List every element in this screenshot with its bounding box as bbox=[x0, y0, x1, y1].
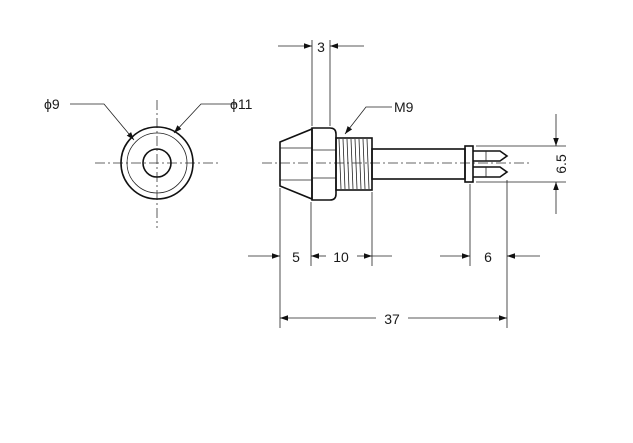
terminal-block bbox=[464, 145, 474, 183]
dim-pins-label: 6 bbox=[484, 249, 492, 265]
phi11-leader-line bbox=[173, 103, 236, 134]
bezel-inner-circle bbox=[126, 132, 188, 194]
dim-total-label: 37 bbox=[384, 311, 400, 327]
thread-line bbox=[366, 138, 370, 190]
thread-line bbox=[358, 138, 362, 190]
thread-line bbox=[354, 138, 358, 190]
terminal-pin-bottom bbox=[473, 166, 509, 178]
phi9-label: ϕ9 bbox=[44, 96, 60, 112]
thread-label: M9 bbox=[394, 99, 414, 115]
thread-line bbox=[346, 138, 350, 190]
lamp-body bbox=[371, 148, 466, 180]
thread-leader-line bbox=[344, 106, 392, 135]
lens-circle bbox=[142, 148, 172, 178]
thread-line bbox=[362, 138, 366, 190]
thread-line bbox=[350, 138, 354, 190]
front-view: ϕ9 ϕ11 bbox=[44, 96, 253, 228]
dim-height-label: 6.5 bbox=[553, 154, 569, 174]
thread-line bbox=[338, 138, 342, 190]
dimensions: 3 M9 5 10 6 37 6.5 bbox=[248, 39, 569, 328]
collar bbox=[311, 127, 337, 201]
dim-collar-label: 3 bbox=[317, 39, 325, 55]
outer-bezel-circle bbox=[120, 126, 194, 200]
dim-thread-label: 10 bbox=[333, 249, 349, 265]
terminal-pin-top bbox=[473, 150, 509, 162]
phi11-label: ϕ11 bbox=[230, 96, 253, 112]
side-view bbox=[262, 127, 532, 201]
threaded-section bbox=[335, 137, 373, 191]
dim-head-label: 5 bbox=[292, 249, 300, 265]
bezel-head bbox=[279, 127, 313, 201]
phi9-leader-line bbox=[70, 103, 135, 141]
thread-line bbox=[342, 138, 346, 190]
thread-lines bbox=[338, 138, 370, 190]
